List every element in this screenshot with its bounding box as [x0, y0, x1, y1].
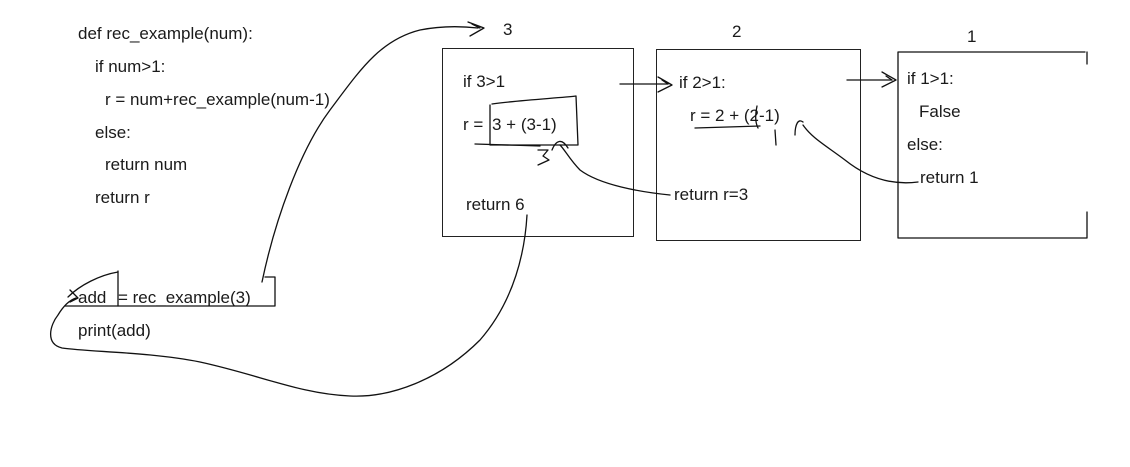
frame-3-r-expr: 3 + (3-1): [492, 115, 557, 134]
frame-2-if-line: if 2>1:: [679, 73, 726, 92]
frame-1-header: 1: [967, 27, 977, 46]
code-line-def: def rec_example(num):: [78, 24, 253, 43]
frame-1-return: return 1: [920, 168, 979, 187]
code-line-return-r: return r: [95, 188, 150, 207]
frame-1-false: False: [919, 102, 961, 121]
code-line-return-num: return num: [105, 155, 188, 174]
code-line-else: else:: [95, 123, 131, 142]
code-line-if: if num>1:: [95, 57, 166, 76]
arrow-head-frame1-b: [885, 75, 893, 81]
frame-2-return: return r=3: [674, 185, 749, 204]
arrow-head-frame1: [881, 71, 897, 88]
code-line-call-var: add: [78, 288, 107, 307]
frame-2-r-expr: r = 2 + (2-1): [690, 106, 780, 125]
arrow-head-frame-3: [467, 21, 485, 37]
code-line-call: = rec_example(3): [118, 288, 251, 307]
code-line-recursive-call: r = num+rec_example(num-1): [105, 90, 330, 109]
arrow-head-frame-3-b: [471, 23, 481, 29]
frame-3-header: 3: [503, 20, 513, 39]
frame-3-r-label: r =: [463, 115, 484, 134]
frame-1-else: else:: [907, 135, 943, 154]
arrow-head-add: [69, 289, 79, 303]
frame-3-if-line: if 3>1: [463, 72, 506, 91]
frame-3-return: return 6: [466, 195, 525, 214]
code-line-print: print(add): [78, 321, 151, 340]
frame-2-header: 2: [732, 22, 742, 41]
frame-1-if-line: if 1>1:: [907, 69, 954, 88]
